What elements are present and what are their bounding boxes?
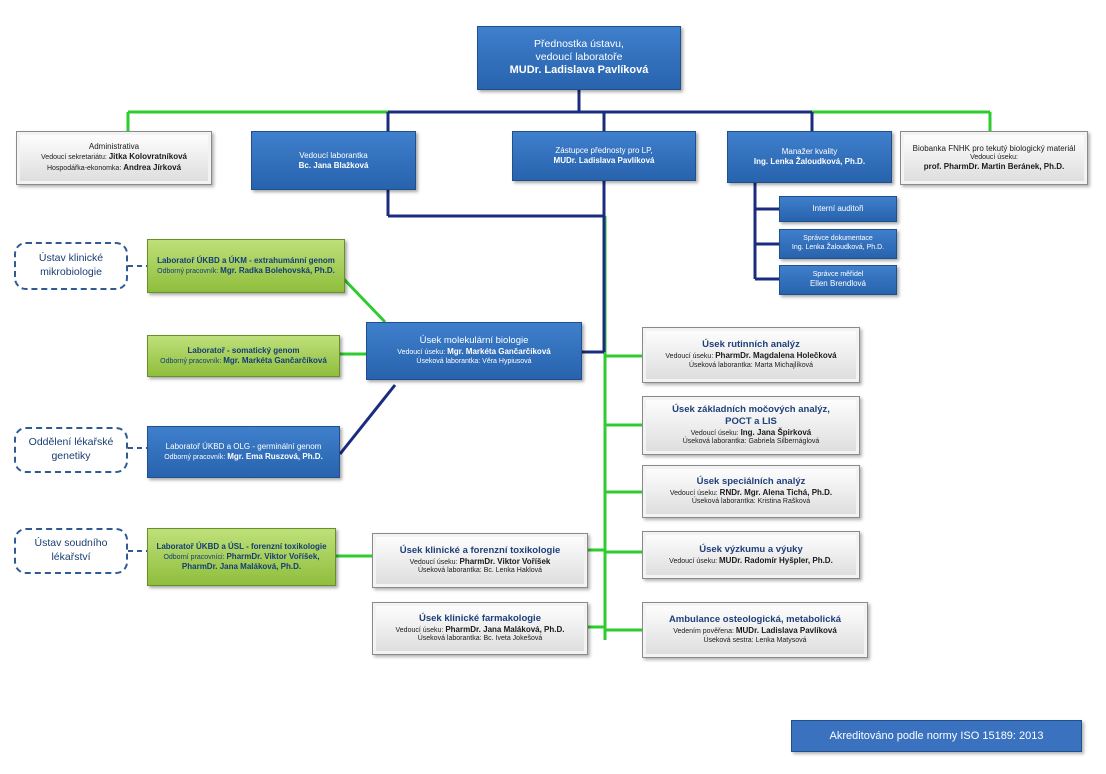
lab-extrahuman-name: Mgr. Radka Bolehovská, Ph.D. — [220, 265, 335, 275]
documentation-admin-box: Správce dokumentace Ing. Lenka Žaloudkov… — [779, 229, 897, 259]
external-microbiology-text: Ústav klinické mikrobiologie — [38, 252, 104, 278]
pharmacology-label: Vedoucí úseku: — [395, 626, 446, 634]
osteo-title: Ambulance osteologická, metabolická — [668, 614, 842, 626]
pharmacology-box: Úsek klinické farmakologie Vedoucí úseku… — [372, 602, 588, 655]
urine-title2: POCT a LIS — [725, 415, 777, 427]
documentation-name: Ing. Lenka Žaloudková, Ph.D. — [791, 244, 885, 251]
pharmacology-sub: Úseková laborantka: Bc. Iveta Jokešová — [417, 635, 543, 643]
lab-somatic-name: Mgr. Markéta Gančarčíková — [223, 355, 327, 365]
secretary-label: Vedoucí sekretariátu: — [41, 154, 109, 162]
molecular-title: Úsek molekulární biologie — [419, 335, 529, 347]
research-name: MUDr. Radomír Hyšpler, Ph.D. — [719, 555, 833, 565]
economist-label: Hospodářka-ekonomka: — [46, 165, 124, 172]
administrativa-box: Administrativa Vedoucí sekretariátu: Jit… — [16, 131, 212, 185]
quality-title: Manažer kvality — [781, 147, 838, 156]
meters-admin-box: Správce měřidel Ellen Brendlová — [779, 265, 897, 295]
administrativa-title: Administrativa — [88, 142, 140, 152]
lab-germinal-label: Odborný pracovník: — [164, 453, 228, 461]
routine-label: Vedoucí úseku: — [665, 353, 716, 361]
internal-auditors-box: Interní auditoři — [779, 196, 897, 222]
osteology-box: Ambulance osteologická, metabolická Vede… — [642, 602, 868, 658]
secretary-name: Jitka Kolovratníková — [108, 152, 187, 162]
special-analysis-box: Úsek speciálních analýz Vedoucí úseku: R… — [642, 465, 860, 518]
pharmacology-name: PharmDr. Jana Maláková, Ph.D. — [445, 624, 565, 634]
toxicology-sub: Úseková laborantka: Bc. Lenka Haklová — [417, 567, 543, 575]
osteo-name: MUDr. Ladislava Pavlíková — [735, 626, 837, 636]
special-label: Vedoucí úseku: — [669, 489, 720, 497]
lab-germinal-title: Laboratoř ÚKBD a OLG - germinální genom — [165, 441, 322, 451]
head-laborant-title: Vedoucí laborantka — [299, 150, 368, 160]
deputy-title: Zástupce přednosty pro LP, — [555, 146, 653, 155]
head-laborant-name: Bc. Jana Blažková — [298, 160, 369, 170]
external-genetics: Oddělení lékařské genetiky — [14, 427, 128, 473]
external-forensic-text: Ústav soudního lékařství — [34, 537, 108, 563]
lab-extrahuman-title: Laboratoř ÚKBD a ÚKM - extrahumánní geno… — [157, 255, 335, 265]
biobank-box: Biobanka FNHK pro tekutý biologický mate… — [900, 131, 1088, 185]
special-name: RNDr. Mgr. Alena Tichá, Ph.D. — [719, 487, 833, 497]
accreditation-text: Akreditováno podle normy ISO 15189: 2013 — [829, 730, 1044, 742]
routine-sub: Úseková laborantka: Marta Michajlíková — [688, 361, 814, 369]
lab-germinal-name: Mgr. Ema Ruszová, Ph.D. — [227, 451, 323, 461]
urine-analysis-box: Úsek základních močových analýz, POCT a … — [642, 396, 860, 455]
lab-forensic-box: Laboratoř ÚKBD a ÚSL - forenzní toxikolo… — [147, 528, 336, 586]
molecular-label: Vedoucí úseku: — [397, 349, 448, 357]
economist-name: Andrea Jírková — [123, 163, 182, 172]
research-box: Úsek výzkumu a výuky Vedoucí úseku: MUDr… — [642, 531, 860, 579]
external-genetics-text: Oddělení lékařské genetiky — [28, 436, 114, 462]
molecular-name: Mgr. Markéta Gančarčíková — [447, 347, 551, 357]
accreditation-badge: Akreditováno podle normy ISO 15189: 2013 — [791, 720, 1082, 752]
urine-sub: Úseková laborantka: Gabriela Silbernáglo… — [682, 438, 820, 446]
lab-forensic-name: PharmDr. Viktor Voříšek, — [226, 551, 320, 561]
routine-analysis-box: Úsek rutinních analýz Vedoucí úseku: Pha… — [642, 327, 860, 383]
meters-title: Správce měřidel — [812, 270, 864, 278]
toxicology-title: Úsek klinické a forenzní toxikologie — [399, 544, 561, 556]
biobank-name: prof. PharmDr. Martin Beránek, Ph.D. — [923, 162, 1065, 172]
molecular-sub: Úseková laborantka: Věra Hypiusová — [416, 357, 532, 365]
director-name: MUDr. Ladislava Pavlíková — [509, 64, 649, 77]
molecular-biology-box: Úsek molekulární biologie Vedoucí úseku:… — [366, 322, 582, 380]
osteo-label: Vedením pověřena: — [673, 628, 736, 636]
urine-name: Ing. Jana Špirková — [740, 427, 812, 437]
special-title: Úsek speciálních analýz — [696, 475, 806, 487]
toxicology-name: PharmDr. Viktor Voříšek — [459, 556, 551, 566]
external-forensic: Ústav soudního lékařství — [14, 528, 128, 574]
toxicology-box: Úsek klinické a forenzní toxikologie Ved… — [372, 533, 588, 588]
external-microbiology: Ústav klinické mikrobiologie — [14, 242, 128, 290]
lab-forensic-name2: PharmDr. Jana Maláková, Ph.D. — [181, 562, 302, 572]
urine-label: Vedoucí úseku: — [690, 429, 741, 437]
toxicology-label: Vedoucí úseku: — [409, 558, 460, 566]
lab-somatic-label: Odborný pracovník: — [160, 357, 224, 365]
director-box: Přednostka ústavu, vedoucí laboratoře MU… — [477, 26, 681, 90]
director-line2: vedoucí laboratoře — [535, 51, 623, 64]
routine-name: PharmDr. Magdalena Holečková — [715, 351, 837, 361]
lab-extrahuman-box: Laboratoř ÚKBD a ÚKM - extrahumánní geno… — [147, 239, 345, 293]
biobank-title: Biobanka FNHK pro tekutý biologický mate… — [912, 143, 1076, 153]
pharmacology-title: Úsek klinické farmakologie — [419, 612, 541, 624]
lab-germinal-box: Laboratoř ÚKBD a OLG - germinální genom … — [147, 426, 340, 478]
research-label: Vedoucí úseku: — [669, 557, 719, 565]
deputy-name: MUDr. Ladislava Pavlíková — [553, 156, 655, 165]
quality-manager-box: Manažer kvality Ing. Lenka Žaloudková, P… — [727, 131, 892, 183]
lab-somatic-title: Laboratoř - somatický genom — [187, 345, 300, 355]
routine-title: Úsek rutinních analýz — [702, 339, 800, 351]
head-laborant-box: Vedoucí laborantka Bc. Jana Blažková — [251, 131, 416, 190]
documentation-title: Správce dokumentace — [803, 235, 873, 243]
lab-somatic-box: Laboratoř - somatický genom Odborný prac… — [147, 335, 340, 377]
urine-title1: Úsek základních močových analýz, — [672, 403, 830, 415]
osteo-sub: Úseková sestra: Lenka Matysová — [703, 636, 807, 644]
lab-forensic-title: Laboratoř ÚKBD a ÚSL - forenzní toxikolo… — [156, 541, 327, 551]
lab-forensic-label: Odborní pracovníci: — [163, 553, 227, 561]
special-sub: Úseková laborantka: Kristina Rašková — [691, 498, 811, 506]
deputy-box: Zástupce přednosty pro LP, MUDr. Ladisla… — [512, 131, 696, 181]
auditors-title: Interní auditoři — [812, 204, 864, 213]
lab-extrahuman-label: Odborný pracovník: — [157, 267, 221, 275]
research-title: Úsek výzkumu a výuky — [699, 543, 803, 555]
biobank-label: Vedoucí úseku: — [970, 153, 1018, 161]
quality-name: Ing. Lenka Žaloudková, Ph.D. — [753, 157, 866, 166]
meters-name: Ellen Brendlová — [809, 279, 867, 289]
director-line1: Přednostka ústavu, — [534, 38, 624, 50]
